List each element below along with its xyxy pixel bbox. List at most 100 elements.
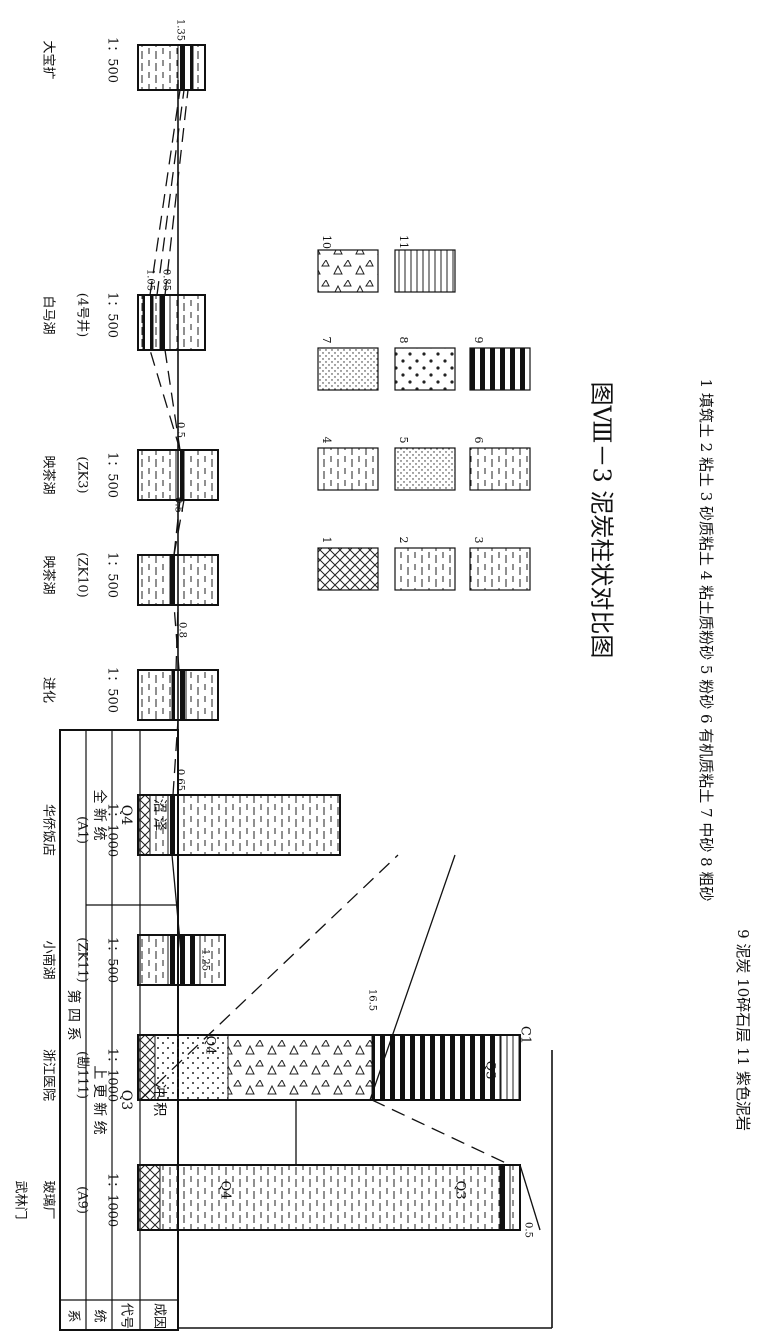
borehole-layer-hatch xyxy=(138,1165,160,1230)
legend-number: 2 xyxy=(397,537,410,544)
column-name: 小南湖 xyxy=(41,940,57,979)
column-code: (ZK10) xyxy=(75,552,90,597)
correlation-solid xyxy=(520,1165,540,1230)
column-name: 大宝扩 xyxy=(41,40,56,79)
borehole-jinhua xyxy=(138,670,218,720)
borehole-baimahu xyxy=(138,295,205,350)
legend-number: 8 xyxy=(397,337,410,344)
header-code: 代号 xyxy=(119,1303,134,1329)
stratum-code-label: Q4 xyxy=(203,1036,218,1055)
borehole-layer-peat xyxy=(170,555,178,605)
borehole-dabaokuo xyxy=(138,45,205,90)
header-series: 统 xyxy=(92,1309,107,1322)
borehole-layer-dash xyxy=(138,450,176,500)
peat-thickness-label: 1.05 xyxy=(145,269,156,291)
stratum-code-label: C1 xyxy=(518,1026,533,1044)
column-scale: 1：500 xyxy=(105,292,120,338)
borehole-layer-dash xyxy=(138,935,168,985)
peat-thickness-label: 0.85 xyxy=(161,269,172,291)
legend-number: 7 xyxy=(320,337,333,344)
borehole-layer-dash xyxy=(138,555,170,605)
column-scale: 1：1000 xyxy=(105,803,120,857)
legend-swatch xyxy=(318,250,378,292)
legend-number: 5 xyxy=(397,437,410,444)
borehole-layer-peat xyxy=(168,795,178,855)
column-name: 白马湖 xyxy=(41,295,57,334)
column-code: (A9) xyxy=(75,1186,90,1214)
legend-swatch xyxy=(318,548,378,590)
borehole-kan111 xyxy=(138,1035,520,1100)
legend-caption-line-1: 1 填筑土 2 粘土 3 砂质粘土 4 粘土质粉砂 5 粉砂 6 有机质粘土 7… xyxy=(697,379,715,902)
borehole-zk3 xyxy=(138,450,218,500)
borehole-layer-peat xyxy=(372,1035,500,1100)
figure-title: 图Ⅷ－3 泥炭柱状对比图 xyxy=(588,382,616,659)
borehole-layer-dash xyxy=(193,45,205,90)
legend-swatch xyxy=(395,448,455,490)
column-scale: 1：1000 xyxy=(105,1048,120,1102)
peat-thickness-label: 16.5 xyxy=(367,989,378,1011)
legend-number: 1 xyxy=(320,537,333,544)
column-code: (勘111) xyxy=(75,1051,90,1099)
legend-caption-line-2: 9 泥炭 10碎石层 11 紫色泥岩 xyxy=(734,929,752,1131)
borehole-layer-peat xyxy=(143,295,153,350)
legend-number: 3 xyxy=(472,537,485,544)
borehole-layer-dash xyxy=(186,670,218,720)
column-code: (ZK11) xyxy=(75,937,90,982)
borehole-layer-dash xyxy=(138,670,172,720)
legend-number: 6 xyxy=(472,437,485,444)
peat-thickness-label: 0.5 xyxy=(175,422,186,438)
borehole-layer-peat xyxy=(172,670,186,720)
borehole-layer-dash xyxy=(178,795,340,855)
column-name: 映茶湖 xyxy=(41,555,57,594)
peat-thickness-label: 0.5 xyxy=(523,1222,534,1238)
peat-thickness-label: 1.35 xyxy=(175,19,186,41)
borehole-layer-dash xyxy=(170,295,205,350)
peat-thickness-label: 0.65 xyxy=(175,769,186,791)
peat-thickness-label: 0.5 xyxy=(173,497,184,513)
stratum-code-label: Q3 xyxy=(453,1181,468,1200)
column-scale: 1：500 xyxy=(105,37,120,83)
stratum-code-label: Q3 xyxy=(483,1061,498,1080)
borehole-layer-dash xyxy=(138,45,178,90)
column-scale: 1：500 xyxy=(105,667,120,713)
borehole-layer-peat xyxy=(176,450,184,500)
column-scale: 1：500 xyxy=(105,452,120,498)
borehole-layer-hatch xyxy=(138,795,150,855)
borehole-layer-tri xyxy=(228,1035,372,1100)
borehole-layer-vlines xyxy=(500,1035,520,1100)
borehole-zk10 xyxy=(138,555,218,605)
borehole-layer-dash xyxy=(510,1165,520,1230)
correlation-dashed xyxy=(150,90,188,295)
location-group-wulinmen: 武林门 xyxy=(13,1180,28,1219)
legend-swatch xyxy=(470,348,530,390)
legend-swatch xyxy=(395,348,455,390)
system-quaternary: 第 四 系 xyxy=(65,990,82,1041)
legend-swatch xyxy=(318,448,378,490)
header-system: 系 xyxy=(66,1309,81,1322)
borehole-layer-dash xyxy=(160,1165,500,1230)
peat-thickness-label: 1.25 xyxy=(200,949,211,971)
column-name: 华侨饭店 xyxy=(41,804,56,856)
column-code: (ZK3) xyxy=(75,456,90,493)
borehole-layer-peat xyxy=(178,45,193,90)
header-genesis: 成因 xyxy=(152,1303,167,1329)
stratum-code-label: Q4 xyxy=(218,1181,233,1200)
column-name: 玻璃厂 xyxy=(41,1180,56,1219)
borehole-layer-peat xyxy=(160,295,170,350)
peat-thickness-label: 0.8 xyxy=(177,622,188,638)
column-scale: 1：500 xyxy=(105,937,120,983)
column-code: (A1) xyxy=(75,816,90,844)
correlation-dashed xyxy=(157,90,184,295)
column-scale: 1：1000 xyxy=(105,1173,120,1227)
column-code: (4号井) xyxy=(75,293,90,337)
column-name: 进化 xyxy=(41,677,56,703)
column-scale: 1：500 xyxy=(105,552,120,598)
borehole-layer-dash xyxy=(184,450,218,500)
borehole-layer-dash xyxy=(178,555,218,605)
legend-number: 10 xyxy=(320,235,333,249)
borehole-layer-peat xyxy=(500,1165,510,1230)
legend-swatch xyxy=(470,448,530,490)
borehole-layer-dash xyxy=(153,295,160,350)
legend-swatch xyxy=(470,548,530,590)
